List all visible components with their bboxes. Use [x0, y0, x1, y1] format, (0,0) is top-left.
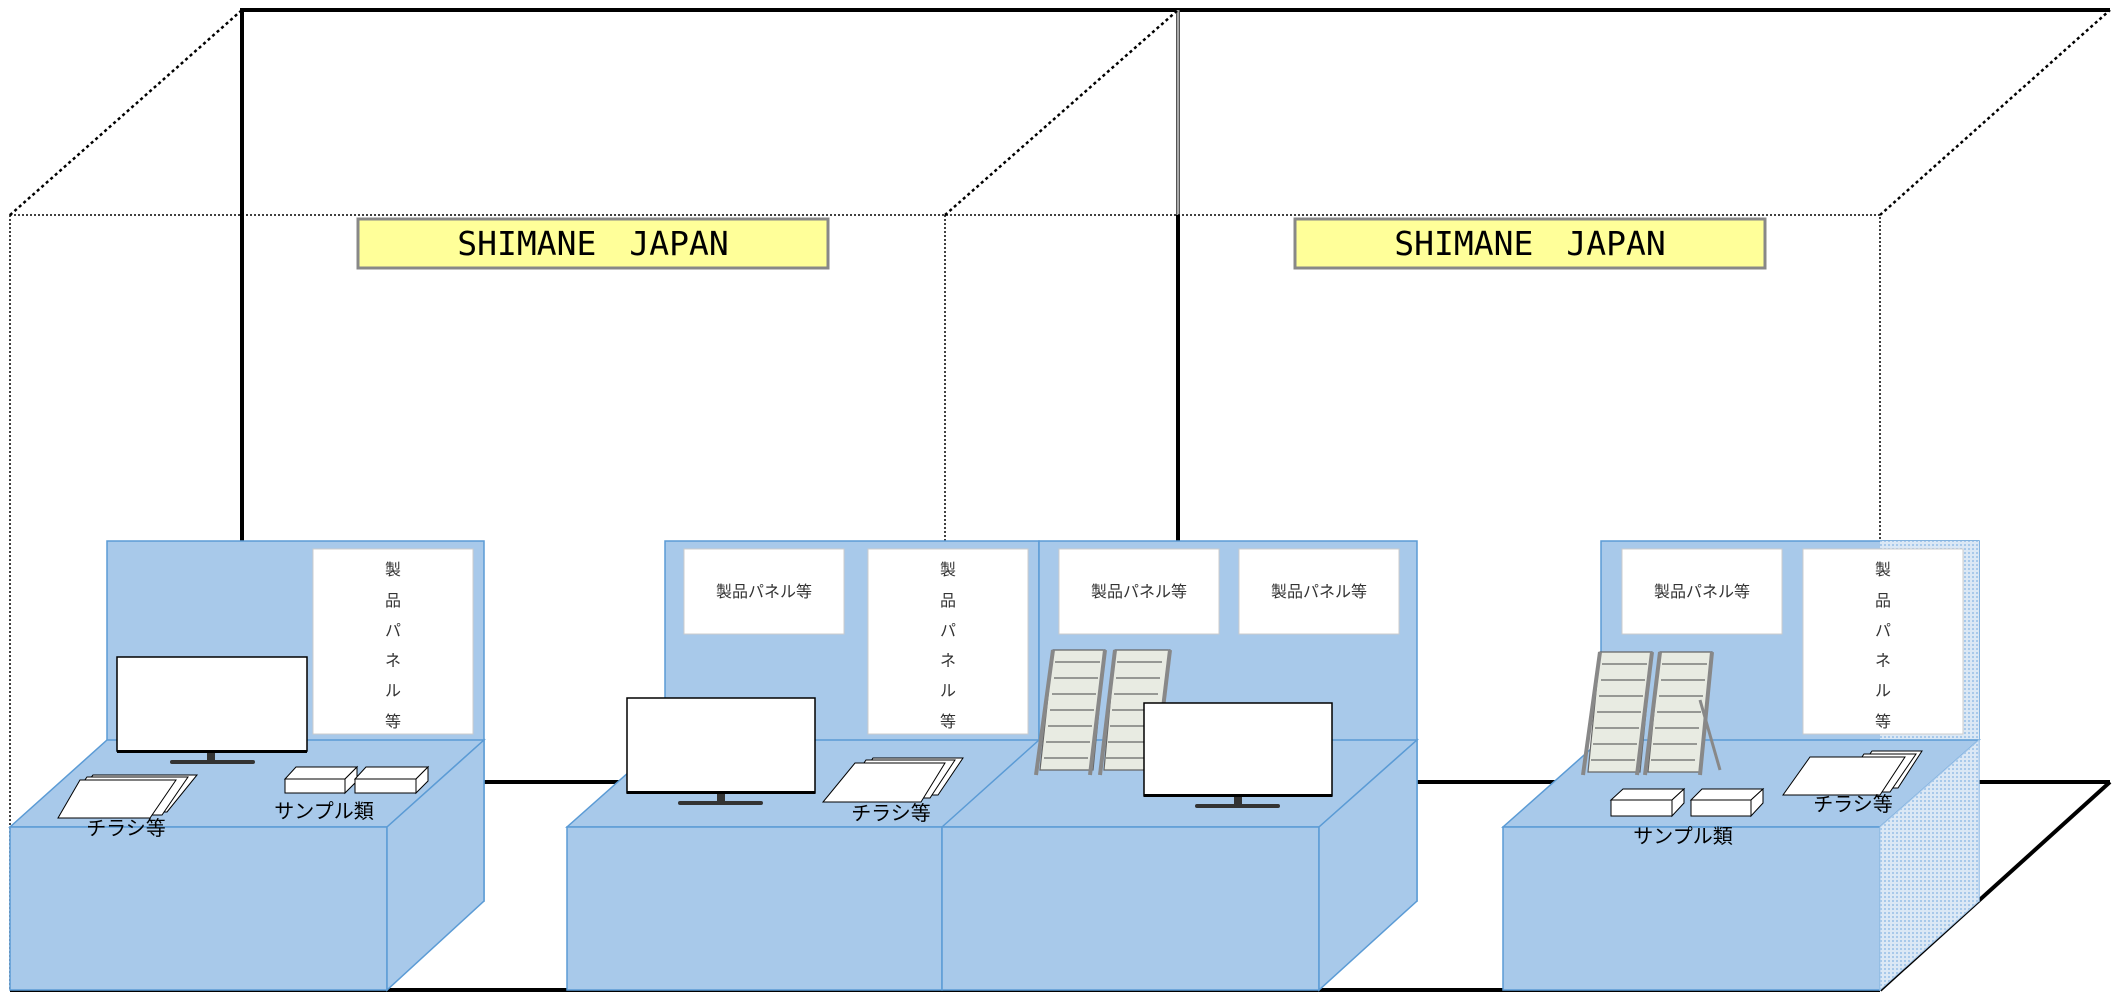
center-booth: 製品パネル等 製品パネル等 製品パネル等 製 品 パ ネ ル 等 チラシ等 [565, 540, 1419, 992]
flyer-stack-icon [57, 774, 199, 819]
banner-left: SHIMANE JAPAN [356, 217, 830, 270]
svg-text:等: 等 [940, 713, 956, 731]
left-table-front [9, 826, 388, 991]
right-table-front [1502, 826, 1881, 991]
product-panel-center-3 [1238, 548, 1400, 635]
flyer-stack-icon [821, 757, 964, 803]
banner-right-text: SHIMANE JAPAN [1394, 224, 1665, 263]
banner-left-text: SHIMANE JAPAN [457, 224, 728, 263]
product-panel-vertical [312, 548, 474, 735]
svg-text:ル: ル [940, 683, 956, 700]
product-panel-right [1621, 548, 1783, 635]
product-panel-vertical-center [867, 548, 1029, 735]
center-table-side [1318, 738, 1418, 992]
flyers-label: チラシ等 [1813, 793, 1893, 816]
svg-text:品: 品 [385, 593, 401, 610]
svg-text:製品パネル等: 製品パネル等 [1091, 583, 1187, 601]
right-booth: 製品パネル等 製 品 パ ネ ル 等 [1501, 540, 1981, 992]
flyers-label: チラシ等 [851, 802, 931, 825]
svg-text:製: 製 [385, 561, 401, 579]
svg-text:ネ: ネ [1875, 652, 1891, 670]
product-panel-vertical-text: 製 品 パ ネ ル 等 [385, 561, 401, 731]
sample-box-icon [1609, 787, 1765, 818]
svg-text:製: 製 [1875, 561, 1891, 579]
svg-text:ネ: ネ [940, 652, 956, 670]
sample-box-icon [283, 765, 430, 795]
product-panel-center-1 [683, 548, 845, 635]
flyers-label: チラシ等 [86, 817, 166, 840]
brochure-rack-icon [1034, 649, 1172, 776]
svg-text:製: 製 [940, 561, 956, 579]
svg-text:品: 品 [940, 593, 956, 610]
svg-text:等: 等 [385, 713, 401, 731]
product-panel-vertical-right [1802, 548, 1964, 735]
monitor-icon [1143, 702, 1333, 808]
center-table-front-right [941, 826, 1320, 991]
svg-text:ル: ル [1875, 683, 1891, 700]
svg-text:等: 等 [1875, 713, 1891, 731]
svg-text:パ: パ [385, 623, 401, 640]
svg-text:品: 品 [1875, 593, 1891, 610]
samples-label: サンプル類 [1633, 825, 1732, 848]
left-booth: 製 品 パ ネ ル 等 チラシ等 [8, 540, 486, 992]
back-frame-top [240, 8, 2110, 782]
flyer-stack-icon [1782, 750, 1923, 796]
banner-right: SHIMANE JAPAN [1293, 217, 1767, 270]
left-table-side [386, 738, 485, 992]
samples-label: サンプル類 [274, 800, 373, 823]
svg-text:製品パネル等: 製品パネル等 [716, 583, 812, 601]
center-table-front-left [566, 826, 943, 991]
monitor-icon [626, 697, 816, 805]
svg-text:製品パネル等: 製品パネル等 [1271, 583, 1367, 601]
svg-text:パ: パ [1875, 623, 1891, 640]
svg-text:ネ: ネ [385, 652, 401, 670]
svg-text:ル: ル [385, 683, 401, 700]
svg-text:製品パネル等: 製品パネル等 [1654, 583, 1750, 601]
monitor-icon [116, 656, 308, 764]
right-top-connector [1879, 9, 2111, 216]
product-panel-center-2 [1058, 548, 1220, 635]
left-top-connector [9, 9, 243, 216]
brochure-rack-icon [1581, 651, 1722, 776]
right-table-side [1879, 738, 1980, 992]
svg-text:パ: パ [940, 623, 956, 640]
middle-top-connector [944, 9, 1179, 216]
